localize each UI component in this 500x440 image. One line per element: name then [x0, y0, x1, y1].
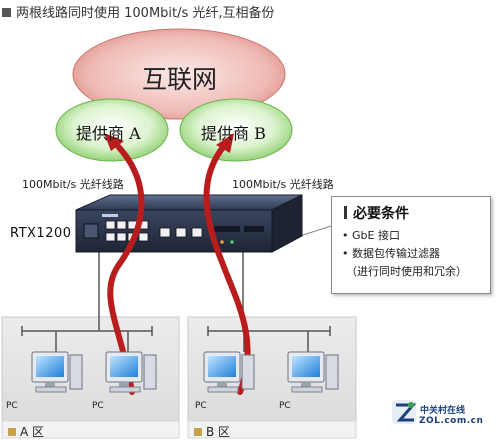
pc-a1	[31, 351, 83, 393]
watermark-line2: ZOL.com.cn	[419, 416, 484, 426]
line-b-label: 100Mbit/s 光纤线路	[232, 178, 334, 191]
title-text: 两根线路同时使用 100Mbit/s 光纤,互相备份	[16, 6, 275, 21]
provider-b-ellipse	[179, 98, 293, 162]
callout-item: （进行同时使用和冗余）	[346, 265, 467, 278]
pc-a2	[105, 351, 157, 393]
pc-label: PC	[92, 401, 104, 411]
watermark-line1: 中关村在线	[420, 406, 466, 416]
pc-label: PC	[279, 401, 291, 411]
arrow-to-provider-a	[107, 139, 145, 395]
page-title: 两根线路同时使用 100Mbit/s 光纤,互相备份	[2, 2, 275, 21]
zol-logo	[392, 400, 417, 424]
internet-label: 互联网	[142, 65, 218, 94]
pc-b1	[203, 351, 255, 393]
lan-cabling	[21, 225, 332, 352]
arrow-to-provider-b	[203, 143, 251, 395]
zone-b-label: B 区	[194, 423, 230, 440]
zone-b-marker	[194, 428, 202, 436]
zone-a-marker	[8, 428, 16, 436]
title-bullet	[2, 8, 11, 17]
provider-a-label: 提供商 A	[76, 124, 141, 143]
traffic-arrows	[104, 133, 251, 395]
internet-cloud	[72, 28, 286, 120]
pc-label: PC	[6, 401, 18, 411]
line-a-label: 100Mbit/s 光纤线路	[22, 178, 124, 191]
callout-heading: 必要条件	[344, 203, 409, 223]
zone-a-label: A 区	[8, 423, 44, 440]
pc-label: PC	[195, 401, 207, 411]
router-device	[75, 194, 303, 253]
router-label: RTX1200	[10, 226, 72, 241]
callout-item: • GbE 接口	[342, 229, 400, 242]
provider-b-label: 提供商 B	[201, 124, 266, 143]
provider-a-ellipse	[55, 98, 169, 162]
requirements-callout: 必要条件 • GbE 接口 • 数据包传输过滤器 （进行同时使用和冗余）	[331, 196, 491, 294]
heading-bar	[344, 206, 347, 219]
callout-item: • 数据包传输过滤器	[342, 247, 440, 260]
pc-b2	[287, 351, 339, 393]
